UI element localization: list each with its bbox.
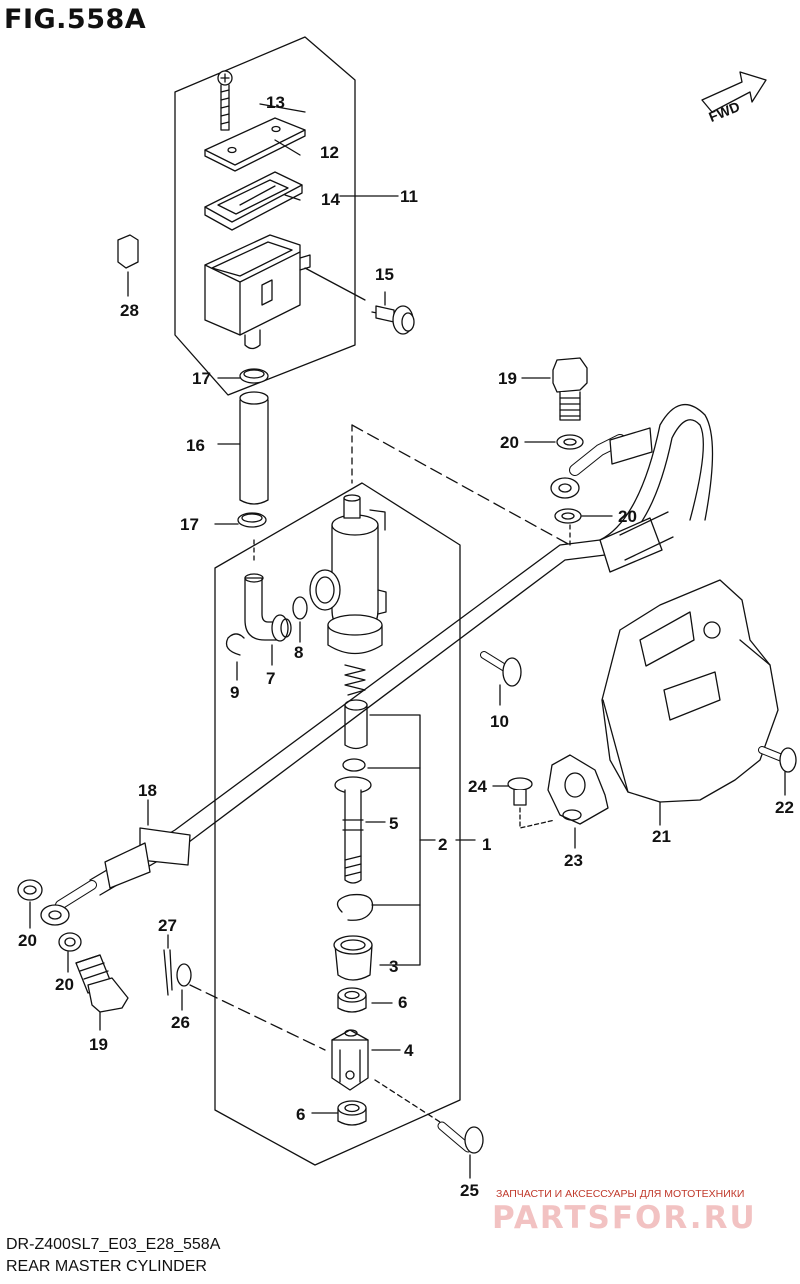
bolt-22 [758, 746, 797, 773]
washer-20-a [556, 434, 584, 450]
washer-20-c [17, 879, 43, 901]
bolt-15 [371, 305, 415, 335]
callout-11: 11 [400, 187, 418, 206]
clevis-4 [331, 1029, 369, 1091]
piston [344, 699, 368, 750]
o-ring-8 [292, 596, 308, 620]
callout-19-upper: 19 [498, 369, 517, 388]
callout-20-c: 20 [18, 931, 37, 950]
diaphragm-14 [204, 171, 303, 231]
banjo-fitting-lower [40, 880, 97, 926]
elbow-fitting-7 [244, 573, 292, 642]
hose-clamp-17-top [239, 368, 269, 384]
callout-20-a: 20 [500, 433, 519, 452]
diagram-caption: REAR MASTER CYLINDER [6, 1258, 207, 1275]
callout-2: 2 [438, 835, 447, 854]
master-cylinder-frame [214, 482, 461, 1166]
callout-23: 23 [564, 851, 583, 870]
callout-3: 3 [389, 957, 398, 976]
small-cap-28 [117, 234, 139, 269]
washer-20-b [554, 508, 582, 524]
callout-8: 8 [294, 643, 303, 662]
hose-clamp-17-bottom [237, 512, 267, 528]
bolt-10 [480, 651, 522, 687]
washer-20-d [58, 932, 82, 952]
spring [344, 664, 366, 696]
model-code: DR-Z400SL7_E03_E28_558A [6, 1236, 221, 1253]
boot-3 [333, 935, 373, 981]
callout-17-top: 17 [192, 369, 211, 388]
caliper-guard-21 [601, 579, 779, 803]
circlip-9 [225, 633, 245, 656]
callout-20-b: 20 [618, 507, 637, 526]
nut-6-bottom [337, 1100, 367, 1126]
callout-4: 4 [404, 1041, 414, 1060]
callout-14: 14 [321, 190, 340, 209]
banjo-fitting-upper [550, 427, 653, 499]
cotter-pin-27 [163, 949, 173, 996]
bracket-23 [547, 754, 609, 825]
callout-24: 24 [468, 777, 487, 796]
callout-10: 10 [490, 712, 509, 731]
push-rod-5 [334, 776, 372, 884]
figure-title: FIG.558A [4, 4, 147, 35]
callout-19-lower: 19 [89, 1035, 108, 1054]
callout-12: 12 [320, 143, 339, 162]
clevis-pin-25 [437, 1121, 484, 1154]
watermark-brand: PARTSFOR.RU [492, 1200, 757, 1236]
screw-13 [217, 70, 233, 131]
snap-ring [336, 893, 374, 921]
callout-9: 9 [230, 683, 239, 702]
brake-hose-18 [89, 403, 714, 896]
callout-6-bottom: 6 [296, 1105, 305, 1124]
callout-1: 1 [482, 835, 491, 854]
master-cylinder-body [309, 494, 387, 655]
reservoir-cap-12 [204, 117, 306, 172]
callout-28: 28 [120, 301, 139, 320]
callout-5: 5 [389, 814, 398, 833]
nut-6-top [337, 987, 367, 1013]
callout-20-d: 20 [55, 975, 74, 994]
reservoir-body [204, 234, 311, 350]
watermark-tagline: ЗАПЧАСТИ И АКСЕССУАРЫ ДЛЯ МОТОТЕХНИКИ [496, 1188, 745, 1200]
callout-27: 27 [158, 916, 177, 935]
callout-6-top: 6 [398, 993, 407, 1012]
union-bolt-19-upper [552, 357, 588, 421]
callout-17-bottom: 17 [180, 515, 199, 534]
callout-22: 22 [775, 798, 794, 817]
union-bolt-19-lower [75, 954, 129, 1013]
callout-21: 21 [652, 827, 671, 846]
callout-25: 25 [460, 1181, 479, 1200]
hose-16 [239, 391, 269, 505]
callout-26: 26 [171, 1013, 190, 1032]
callout-16: 16 [186, 436, 205, 455]
callout-15: 15 [375, 265, 394, 284]
washer-26 [176, 963, 192, 987]
callout-18: 18 [138, 781, 157, 800]
callout-13: 13 [266, 93, 285, 112]
callout-7: 7 [266, 669, 275, 688]
washer [342, 758, 366, 772]
fwd-arrow-icon [701, 71, 767, 113]
reservoir-group-frame [174, 36, 356, 396]
screw-24 [507, 777, 533, 806]
